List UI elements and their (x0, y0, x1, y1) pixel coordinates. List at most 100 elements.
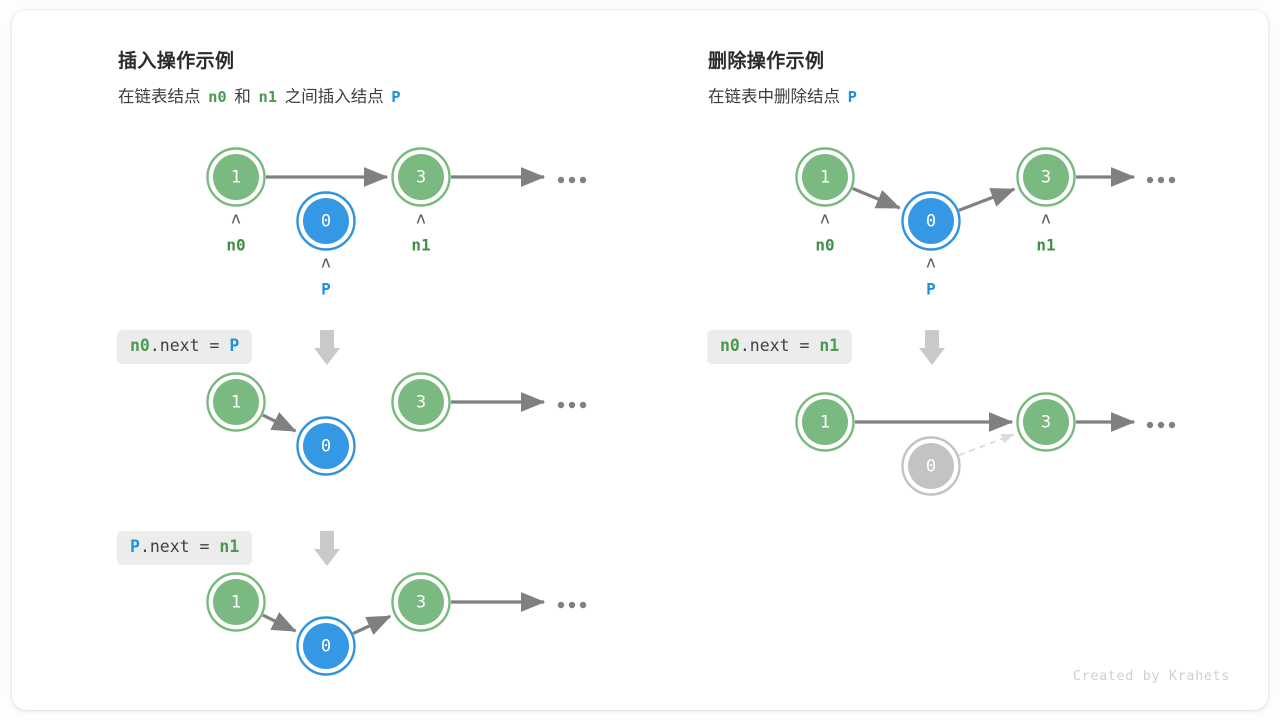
delete-s1-ptr-n1-caret: ʌ (1041, 209, 1051, 228)
insert-s3-node-0-ring (296, 616, 356, 676)
insert-s1-node-3-ring (391, 147, 451, 207)
delete-s2-node-3-ring (1016, 392, 1076, 452)
delete-s2-node-1: 1 (795, 392, 855, 452)
code-text: .next = (149, 336, 230, 355)
delete-s1-ellipsis-dot (1146, 176, 1154, 184)
insert-s1-node-0-ring (296, 191, 356, 251)
delete-s1-node-0-ring (901, 191, 961, 251)
insert-s3-node-3-fill (398, 579, 444, 625)
delete-s1-node-0-fill (908, 198, 954, 244)
delete-panel-title: 删除操作示例 (708, 51, 825, 72)
insert-s3-arrow-0-to-3 (352, 614, 392, 635)
credit-text: Created by Krahets (1072, 668, 1230, 684)
insert-s1-ptr-n0-label: n0 (226, 236, 245, 255)
delete-s2-node-0-deleted: 0 (901, 436, 961, 496)
subtitle-token: P (847, 88, 857, 106)
insert-s1-node-3-value: 3 (416, 168, 426, 188)
delete-arrow-down-1 (919, 330, 945, 365)
insert-s2-ellipsis-dot (568, 401, 576, 409)
subtitle-text: 之间插入结点 (280, 88, 389, 106)
insert-s1-ellipsis-dot (568, 176, 576, 184)
delete-s1-node-3-fill (1023, 154, 1069, 200)
diagram-card: 插入操作示例 在链表结点 n0 和 n1 之间插入结点 P n0.next = … (12, 10, 1268, 710)
delete-s2-arrow-dashed-0-to-3 (958, 433, 1015, 457)
insert-code-step2: P.next = n1 (117, 531, 253, 565)
subtitle-token: P (391, 88, 401, 106)
insert-s2-node-0-ring (296, 416, 356, 476)
delete-s2-ellipsis-dot (1168, 421, 1176, 429)
insert-s2-ellipsis-dot (557, 401, 565, 409)
insert-s2-node-1-ring (206, 372, 266, 432)
insert-s2-node-1-fill (213, 379, 259, 425)
delete-s1-node-0: 0 (901, 191, 961, 251)
insert-s2-ellipsis (557, 401, 587, 409)
subtitle-text: 在链表中删除结点 (708, 88, 845, 106)
code-token: n1 (219, 537, 240, 556)
insert-s1-ptr-p-caret: ʌ (321, 253, 331, 272)
delete-s1-ptr-n0-label: n0 (815, 236, 834, 255)
delete-s2-node-3-fill (1023, 399, 1069, 445)
code-token: n0 (130, 336, 150, 355)
delete-s1-arrow-1-to-0 (852, 187, 901, 210)
insert-s3-node-3: 3 (391, 572, 451, 632)
subtitle-text: 在链表结点 (118, 88, 206, 106)
insert-s1-node-1: 1 (206, 147, 266, 207)
insert-s2-arrow-1-to-0 (262, 412, 297, 433)
delete-s1-ptr-n0-caret: ʌ (820, 209, 830, 228)
delete-s2-ellipsis-dot (1146, 421, 1154, 429)
delete-s2-node-1-value: 1 (820, 413, 830, 433)
insert-s2-node-1: 1 (206, 372, 266, 432)
code-token: n1 (819, 336, 840, 355)
subtitle-text: 和 (229, 88, 256, 106)
insert-s2-node-1-value: 1 (231, 393, 241, 413)
code-text: .next = (139, 537, 220, 556)
delete-s2-node-0-deleted-ring (901, 436, 961, 496)
code-token: P (229, 336, 240, 355)
insert-s3-arrow-1-to-0 (262, 612, 297, 633)
insert-s3-ellipsis-dot (557, 601, 565, 609)
delete-s1-node-1: 1 (795, 147, 855, 207)
subtitle-token: n0 (208, 88, 227, 106)
insert-s1-ellipsis-dot (557, 176, 565, 184)
insert-s1-node-1-value: 1 (231, 168, 241, 188)
delete-s1-ptr-n1-label: n1 (1036, 236, 1055, 255)
insert-panel-title: 插入操作示例 (118, 51, 235, 72)
delete-s1-ptr-p-label: P (926, 280, 936, 299)
delete-s1-arrow-0-to-3 (958, 187, 1016, 212)
insert-s3-node-1-value: 1 (231, 593, 241, 613)
delete-s1-node-1-fill (802, 154, 848, 200)
delete-s2-node-0-deleted-value: 0 (926, 457, 936, 477)
insert-s3-node-1-ring (206, 572, 266, 632)
insert-s3-ellipsis-dot (579, 601, 587, 609)
delete-code-step1: n0.next = n1 (707, 330, 853, 364)
insert-s2-node-0-value: 0 (321, 437, 331, 457)
insert-code-step1: n0.next = P (117, 330, 253, 364)
delete-s1-node-3-ring (1016, 147, 1076, 207)
insert-s2-node-0: 0 (296, 416, 356, 476)
insert-s3-node-1-fill (213, 579, 259, 625)
insert-s3-ellipsis (557, 601, 587, 609)
insert-s1-ellipsis (557, 176, 587, 184)
insert-s1-ptr-n1-caret: ʌ (416, 209, 426, 228)
insert-s1-node-0-value: 0 (321, 212, 331, 232)
insert-s1-ptr-p-label: P (321, 280, 331, 299)
insert-s3-ellipsis-dot (568, 601, 576, 609)
delete-s2-node-3-value: 3 (1041, 413, 1051, 433)
delete-s1-ellipsis-dot (1168, 176, 1176, 184)
insert-s3-node-0-value: 0 (321, 637, 331, 657)
code-token: n0 (720, 336, 740, 355)
delete-s1-node-0-value: 0 (926, 212, 936, 232)
insert-s2-node-3-value: 3 (416, 393, 426, 413)
insert-s3-node-3-value: 3 (416, 593, 426, 613)
delete-s1-ellipsis-dot (1157, 176, 1165, 184)
insert-panel-subtitle: 在链表结点 n0 和 n1 之间插入结点 P (118, 83, 404, 107)
delete-s1-node-1-value: 1 (820, 168, 830, 188)
insert-s2-node-0-fill (303, 423, 349, 469)
insert-s2-node-3: 3 (391, 372, 451, 432)
insert-s1-node-3-fill (398, 154, 444, 200)
insert-s1-node-0-fill (303, 198, 349, 244)
insert-s2-ellipsis-dot (579, 401, 587, 409)
insert-s1-ellipsis-dot (579, 176, 587, 184)
